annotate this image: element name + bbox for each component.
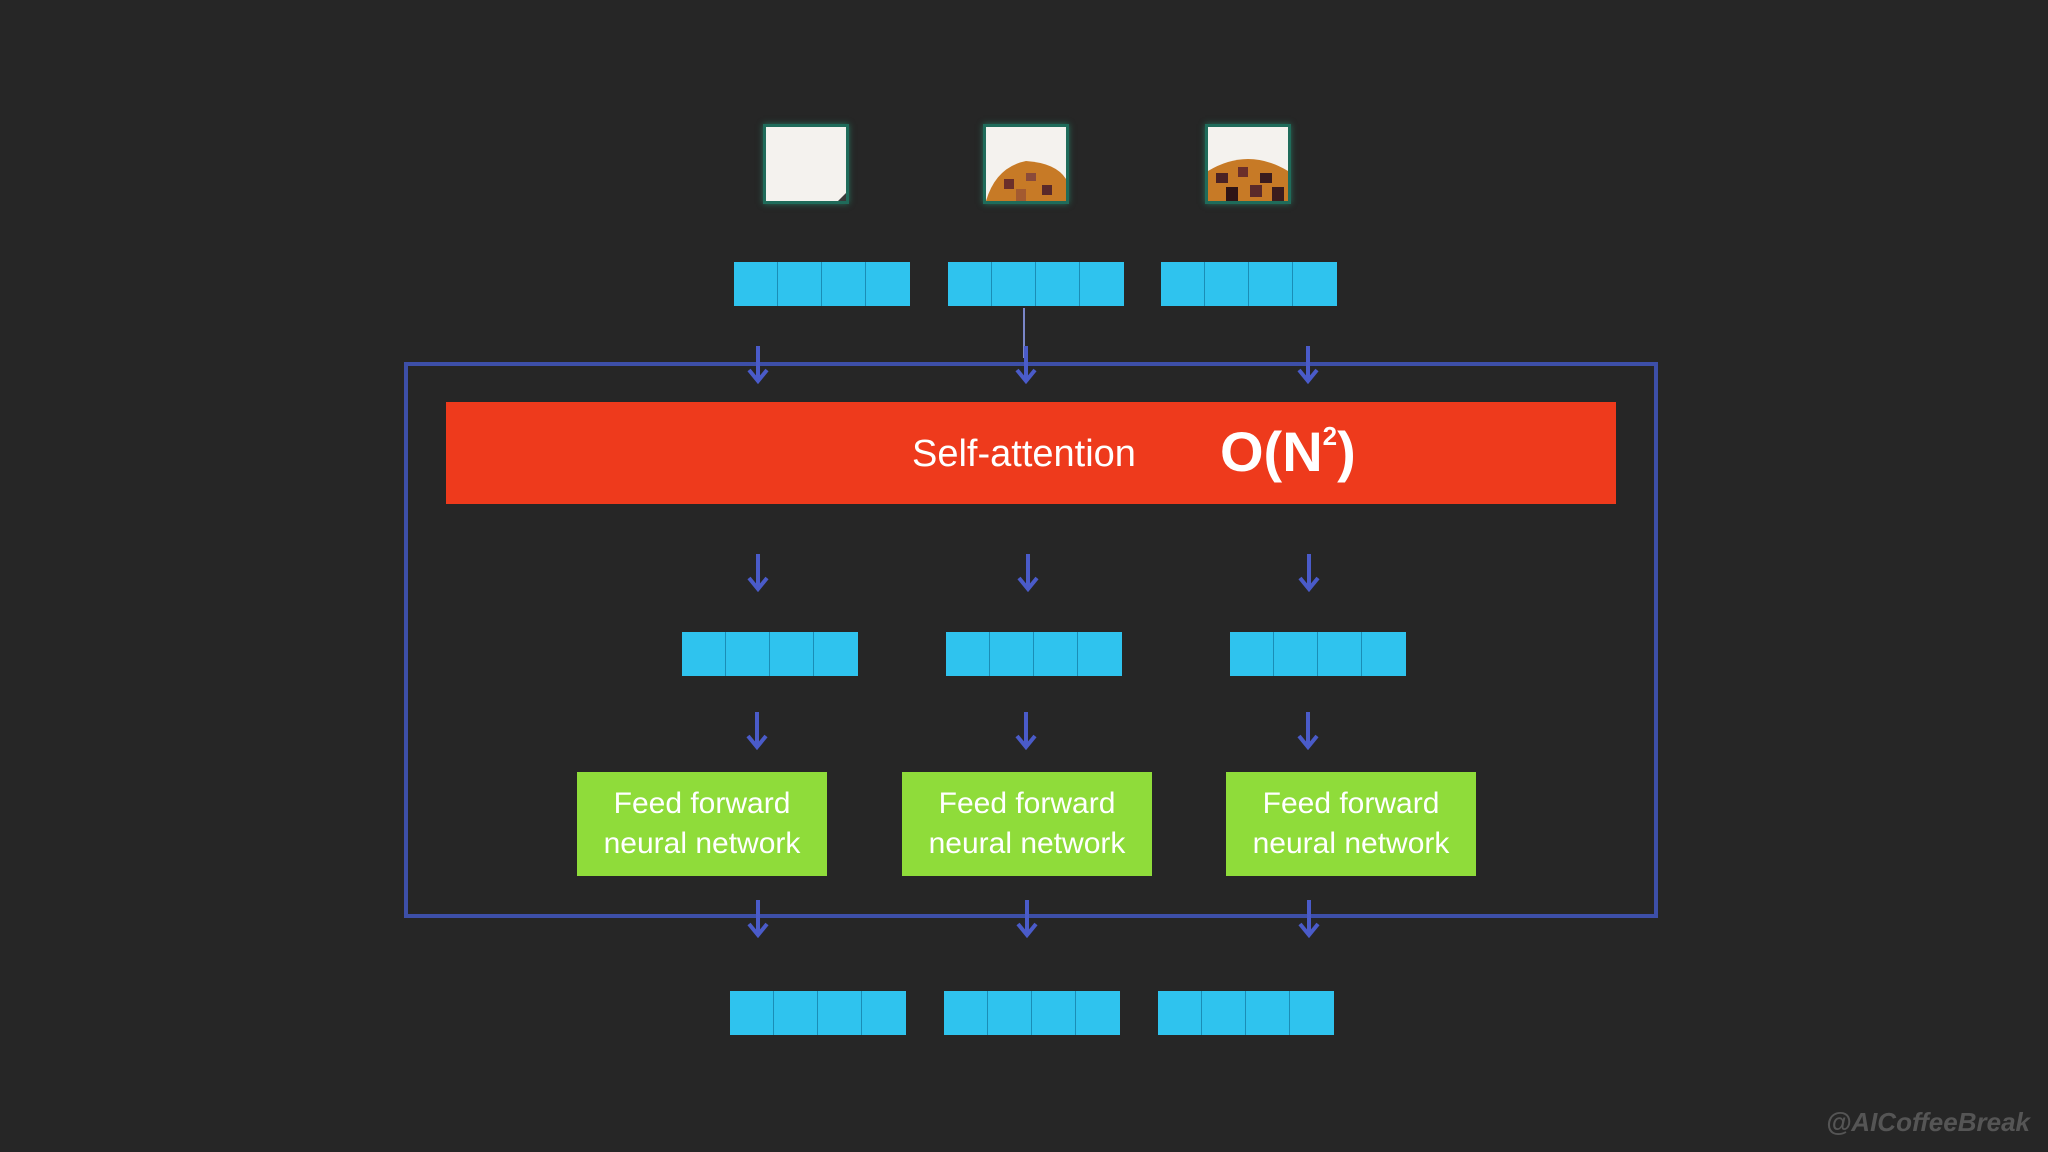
feed-forward-block-2: Feed forward neural network — [902, 772, 1152, 876]
ffn-label-line1: Feed forward — [613, 787, 791, 820]
self-attention-block: Self-attention O(N2) — [446, 402, 1616, 504]
input-token-vector-1 — [734, 262, 910, 306]
arrow-down-icon — [1296, 344, 1320, 384]
arrow-down-icon — [746, 898, 770, 938]
arrow-down-icon — [1016, 552, 1040, 592]
arrow-down-icon — [745, 710, 769, 750]
ffn-label-line1: Feed forward — [938, 787, 1116, 820]
arrow-down-icon — [1297, 898, 1321, 938]
arrow-down-icon — [1015, 898, 1039, 938]
encoder-block-border — [404, 362, 1658, 918]
arrow-down-icon — [1296, 710, 1320, 750]
ffn-label-line2: neural network — [603, 827, 801, 860]
output-token-vector-3 — [1158, 991, 1334, 1035]
arrow-down-icon — [1297, 552, 1321, 592]
arrow-down-icon — [1014, 344, 1038, 384]
self-attention-label: Self-attention — [912, 433, 1136, 475]
ffn-label-line1: Feed forward — [1262, 787, 1440, 820]
ffn-label-line2: neural network — [928, 827, 1126, 860]
image-patch-2 — [983, 124, 1069, 204]
complexity-close: ) — [1337, 420, 1356, 483]
feed-forward-block-3: Feed forward neural network — [1226, 772, 1476, 876]
arrow-down-icon — [1014, 710, 1038, 750]
complexity-exponent: 2 — [1322, 421, 1338, 451]
attention-output-vector-1 — [682, 632, 858, 676]
attention-output-vector-2 — [946, 632, 1122, 676]
image-patch-3 — [1205, 124, 1291, 204]
output-token-vector-2 — [944, 991, 1120, 1035]
output-token-vector-1 — [730, 991, 906, 1035]
attention-output-vector-3 — [1230, 632, 1406, 676]
image-patch-1 — [763, 124, 849, 204]
watermark: @AICoffeeBreak — [1825, 1107, 2030, 1137]
arrow-down-icon — [746, 552, 770, 592]
complexity-base: O(N — [1220, 420, 1323, 483]
ffn-label-line2: neural network — [1252, 827, 1450, 860]
arrow-down-icon — [746, 344, 770, 384]
complexity-label: O(N2) — [1220, 420, 1356, 484]
connector-line — [1023, 308, 1025, 358]
feed-forward-block-1: Feed forward neural network — [577, 772, 827, 876]
input-token-vector-3 — [1161, 262, 1337, 306]
input-token-vector-2 — [948, 262, 1124, 306]
